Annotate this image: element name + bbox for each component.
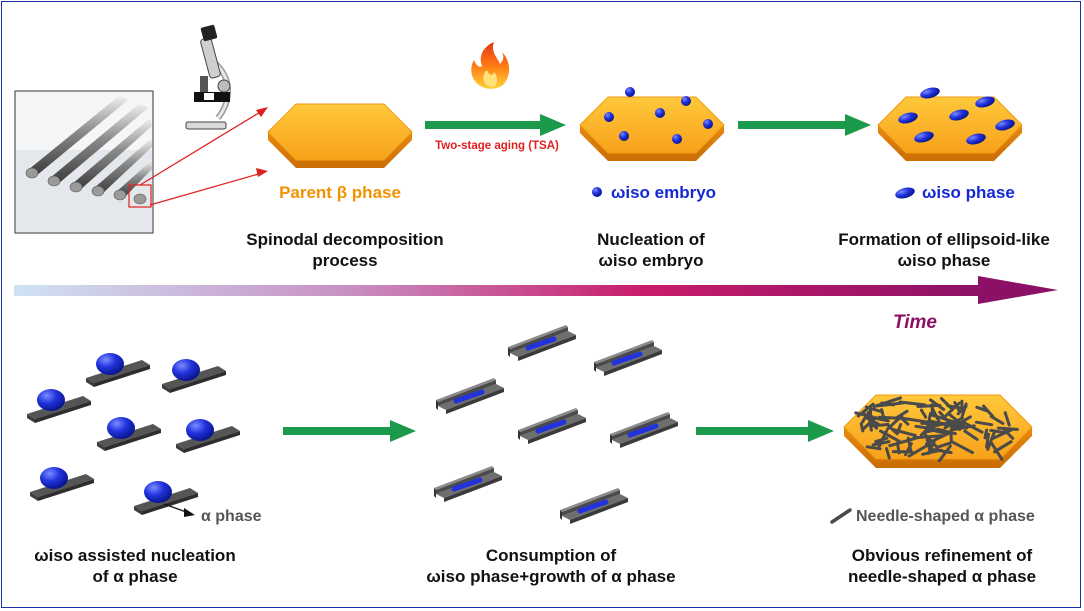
pointer-arrows bbox=[139, 107, 268, 206]
caption-refinement-1: Obvious refinement of bbox=[852, 546, 1033, 565]
caption-consumption-1: Consumption of bbox=[486, 546, 617, 565]
alpha-needle bbox=[895, 423, 903, 436]
alpha-needle bbox=[859, 422, 865, 433]
embryo-hexagon bbox=[579, 87, 725, 161]
caption-nucleation-2: ωiso embryo bbox=[598, 251, 703, 270]
alpha-needle bbox=[950, 440, 974, 455]
embryo-label: ωiso embryo bbox=[611, 183, 716, 202]
nucleation-particles bbox=[27, 353, 240, 515]
parent-phase-label: Parent β phase bbox=[279, 183, 401, 202]
alpha-needle bbox=[898, 415, 910, 426]
alpha-needle bbox=[989, 415, 1005, 425]
flame-icon bbox=[471, 42, 510, 89]
metal-rods-photo bbox=[14, 90, 154, 234]
alpha-needle bbox=[916, 403, 942, 408]
alpha-needle bbox=[983, 428, 989, 440]
alpha-channels bbox=[434, 325, 678, 524]
embryo-legend-dot bbox=[592, 187, 602, 197]
alpha-needle bbox=[900, 416, 931, 424]
alpha-needle bbox=[944, 401, 961, 418]
alpha-needle bbox=[937, 444, 952, 463]
alpha-needle bbox=[963, 421, 984, 434]
alpha-needle bbox=[872, 396, 902, 408]
consumption-arrow bbox=[283, 420, 416, 442]
alpha-needle bbox=[885, 447, 891, 460]
caption-refinement-2: needle-shaped α phase bbox=[848, 567, 1036, 586]
alpha-needle bbox=[985, 432, 990, 449]
alpha-needle bbox=[864, 405, 884, 414]
caption-assisted-1: ωiso assisted nucleation bbox=[34, 546, 235, 565]
alpha-needle bbox=[906, 436, 913, 453]
tsa-arrow bbox=[425, 114, 566, 136]
alpha-needle bbox=[923, 428, 940, 434]
caption-consumption-2: ωiso phase+growth of α phase bbox=[426, 567, 675, 586]
caption-formation-2: ωiso phase bbox=[898, 251, 991, 270]
alpha-needle bbox=[990, 441, 1004, 461]
alpha-needle bbox=[986, 431, 996, 451]
alpha-needle bbox=[868, 415, 890, 423]
alpha-needle bbox=[982, 404, 995, 418]
caption-spinodal-1: Spinodal decomposition bbox=[246, 230, 443, 249]
alpha-needle bbox=[927, 441, 934, 453]
caption-assisted-2: of α phase bbox=[92, 567, 177, 586]
omega-phase-hexagon bbox=[877, 87, 1023, 161]
caption-spinodal-2: process bbox=[312, 251, 377, 270]
alpha-needle bbox=[891, 428, 917, 437]
needle-phase-label: Needle-shaped α phase bbox=[856, 508, 1035, 525]
alpha-needle bbox=[877, 415, 904, 420]
alpha-needle bbox=[947, 412, 968, 430]
alpha-needle bbox=[1003, 411, 1011, 427]
alpha-needle bbox=[932, 448, 953, 455]
alpha-needle bbox=[990, 428, 1014, 441]
embryo-dots bbox=[604, 87, 713, 144]
alpha-needle bbox=[930, 403, 935, 417]
parent-beta-hexagon bbox=[267, 103, 413, 168]
refined-hexagon bbox=[843, 394, 1033, 468]
alpha-needle bbox=[974, 420, 994, 427]
alpha-pointer bbox=[163, 503, 195, 517]
microscope-icon bbox=[185, 24, 232, 130]
caption-formation-1: Formation of ellipsoid-like bbox=[838, 230, 1050, 249]
caption-nucleation-1: Nucleation of bbox=[597, 230, 705, 249]
refinement-arrow bbox=[696, 420, 834, 442]
alpha-needle bbox=[898, 400, 927, 407]
alpha-needle bbox=[907, 442, 932, 458]
alpha-needle bbox=[996, 426, 1019, 431]
alpha-needle bbox=[1002, 427, 1015, 440]
alpha-needle bbox=[963, 429, 979, 441]
alpha-needle bbox=[888, 436, 918, 448]
omega-phase-label: ωiso phase bbox=[922, 183, 1015, 202]
alpha-needle bbox=[876, 429, 888, 450]
alpha-needle bbox=[938, 410, 949, 423]
alpha-needle bbox=[912, 434, 943, 440]
alpha-needle bbox=[925, 420, 952, 430]
needle-legend-icon bbox=[830, 508, 852, 524]
alpha-needle bbox=[919, 408, 928, 419]
growth-arrow bbox=[738, 114, 871, 136]
alpha-phase-label: α phase bbox=[201, 508, 262, 525]
omega-ellipsoids bbox=[898, 87, 1015, 145]
omega-legend-ellipsoid bbox=[895, 187, 915, 199]
alpha-needles bbox=[854, 396, 1019, 463]
aging-label: Two-stage aging (TSA) bbox=[435, 140, 559, 152]
time-arrow bbox=[14, 276, 1058, 304]
alpha-needle bbox=[935, 441, 952, 449]
time-label: Time bbox=[893, 312, 937, 333]
alpha-needle bbox=[879, 429, 901, 443]
